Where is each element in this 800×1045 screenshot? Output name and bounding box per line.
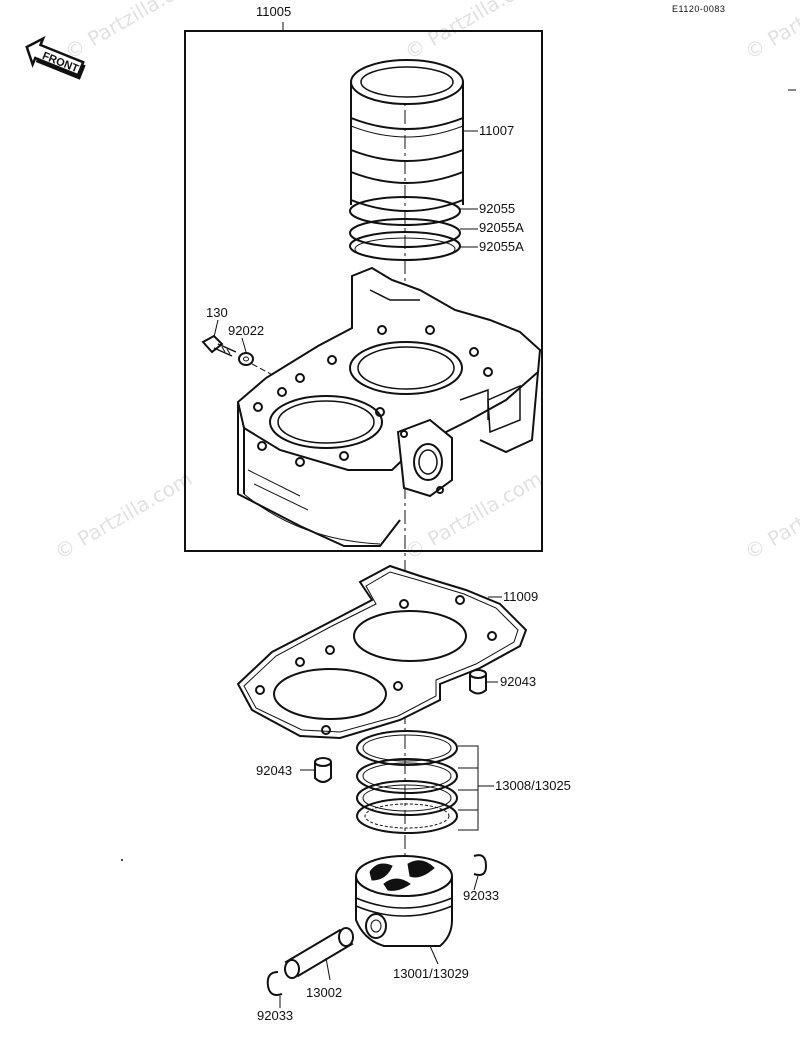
part-label-92055A: 92055A <box>479 220 524 235</box>
leader-line <box>242 338 246 352</box>
leader-line <box>430 946 438 964</box>
cylinder-sleeve <box>351 60 463 211</box>
part-label-130: 130 <box>206 305 228 320</box>
dowel-pin-icon <box>315 758 331 782</box>
part-label-92055: 92055 <box>479 201 515 216</box>
base-gasket <box>238 566 526 738</box>
piston-pin-icon <box>285 928 353 978</box>
washer-icon <box>239 353 253 365</box>
part-label-13002: 13002 <box>306 985 342 1000</box>
part-label-92022: 92022 <box>228 323 264 338</box>
part-label-92033: 92033 <box>463 888 499 903</box>
dowel-pin-icon <box>470 670 486 694</box>
part-label-92055A: 92055A <box>479 239 524 254</box>
drawing-code: E1120-0083 <box>672 4 725 14</box>
speck <box>121 859 123 861</box>
part-label-11009: 11009 <box>503 589 538 604</box>
bolt-icon <box>203 336 236 356</box>
piston <box>356 856 452 946</box>
part-label-92043: 92043 <box>500 674 536 689</box>
watermark: © Partzilla.com <box>741 466 800 564</box>
circlip-icon <box>268 972 282 995</box>
watermark: © Partzilla.com <box>741 0 800 64</box>
circlip-icon <box>474 855 486 875</box>
part-label-13008-13025: 13008/13025 <box>495 778 571 793</box>
part-label-11005: 11005 <box>256 4 291 19</box>
piston-rings <box>357 731 457 833</box>
part-label-92043: 92043 <box>256 763 292 778</box>
watermark: © Partzilla.com <box>401 0 547 64</box>
leader-line <box>214 320 218 337</box>
leader-line <box>326 958 330 980</box>
part-label-11007: 11007 <box>479 123 514 138</box>
part-label-13001-13029: 13001/13029 <box>393 966 469 981</box>
bracket-line <box>458 746 478 830</box>
watermark: © Partzilla.com <box>51 466 197 564</box>
part-label-92033: 92033 <box>257 1008 293 1023</box>
